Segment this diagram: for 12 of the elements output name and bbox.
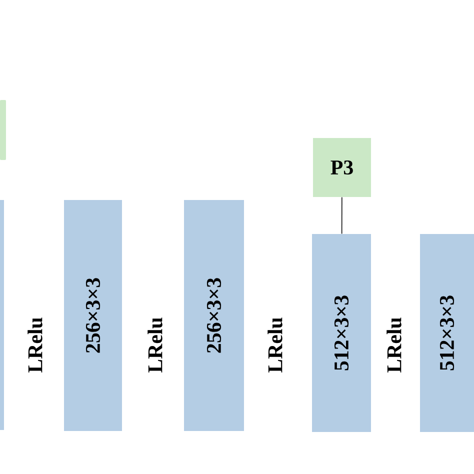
pooling-box [0,100,6,160]
activation-label: LRelu [386,318,402,373]
activation-label: LRelu [148,318,162,373]
activation-label: LRelu [28,318,42,373]
layer-bar: 256×3×3 [64,200,122,431]
layer-bar [0,200,4,430]
layer-bar: 256×3×3 [184,200,244,431]
connector-line [341,196,342,234]
layer-bar: 512×3×3 [420,234,474,432]
activation-label: LRelu [268,318,282,373]
layer-bar: 512×3×3 [312,234,371,432]
pooling-box: P3 [313,138,371,197]
